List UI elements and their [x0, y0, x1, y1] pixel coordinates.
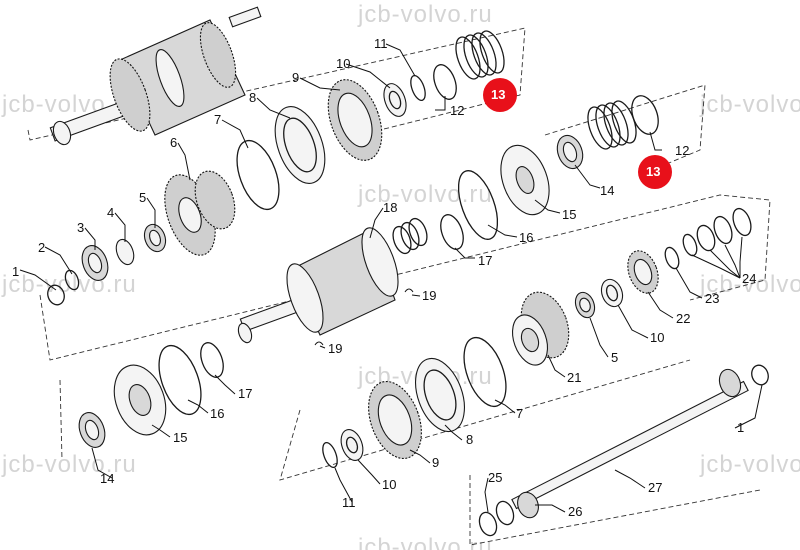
- part-24-ring-set: [682, 207, 752, 257]
- label-15: 15: [173, 430, 187, 445]
- part-27-shaft: [511, 368, 749, 519]
- part-14-sleeve: [556, 134, 584, 170]
- label-2: 2: [38, 240, 45, 255]
- label-8: 8: [466, 432, 473, 447]
- watermark: jcb-volvo.ru: [699, 91, 800, 118]
- part-22-bearing: [627, 250, 659, 294]
- label-10: 10: [382, 477, 396, 492]
- badge-13-lower-label: 13: [646, 164, 660, 179]
- part-6-gear: [164, 170, 236, 256]
- label-10: 10: [336, 56, 350, 71]
- label-4: 4: [107, 205, 114, 220]
- part-13-spring-pack: [587, 100, 637, 150]
- part-10-washer: [340, 429, 364, 461]
- label-24: 24: [742, 271, 756, 286]
- upper-shaft-assembly: [49, 6, 262, 146]
- label-16: 16: [210, 406, 224, 421]
- part-25-o-ring: [478, 511, 498, 537]
- part-5-needle-bearing: [143, 223, 167, 253]
- label-9: 9: [292, 70, 299, 85]
- part-4-spacer: [115, 238, 135, 266]
- part-16-seal: [457, 170, 499, 240]
- part-15-piston: [113, 364, 167, 436]
- watermark: jcb-volvo.ru: [357, 534, 493, 550]
- badge-13-upper-label: 13: [491, 87, 505, 102]
- label-9: 9: [432, 455, 439, 470]
- label-26: 26: [568, 504, 582, 519]
- part-7-circlip: [463, 336, 507, 408]
- part-23-ring: [664, 246, 680, 270]
- part-16-seal: [158, 344, 202, 416]
- part-10-washer: [383, 83, 407, 117]
- part-14-sleeve: [78, 412, 106, 448]
- part-10-washer: [600, 278, 624, 308]
- label-23: 23: [705, 291, 719, 306]
- part-3-bearing: [81, 245, 109, 281]
- watermark: jcb-volvo.ru: [699, 451, 800, 478]
- watermark: jcb-volvo.ru: [1, 451, 137, 478]
- part-17-seal: [200, 342, 224, 378]
- label-18: 18: [383, 200, 397, 215]
- part-8-clutch-disc: [274, 106, 326, 184]
- part-8-clutch-disc: [415, 357, 465, 433]
- badge-13-lower: [638, 155, 672, 189]
- label-14: 14: [600, 183, 614, 198]
- label-17: 17: [238, 386, 252, 401]
- badge-13-upper: [483, 78, 517, 112]
- label-21: 21: [567, 370, 581, 385]
- watermark: jcb-volvo.ru: [1, 271, 137, 298]
- assembly-axis-lines: [27, 27, 771, 546]
- part-18-clutch-shaft: [237, 217, 428, 344]
- label-19: 19: [328, 341, 342, 356]
- leader-lines: [19, 43, 763, 513]
- part-17-seal: [440, 214, 464, 250]
- label-11: 11: [342, 495, 356, 510]
- label-16: 16: [519, 230, 533, 245]
- part-26-ring: [495, 500, 515, 526]
- label-1: 1: [12, 264, 19, 279]
- label-17: 17: [478, 253, 492, 268]
- label-22: 22: [676, 311, 690, 326]
- label-8: 8: [249, 90, 256, 105]
- label-19: 19: [422, 288, 436, 303]
- label-1: 1: [737, 420, 744, 435]
- label-15: 15: [562, 207, 576, 222]
- label-3: 3: [77, 220, 84, 235]
- label-11: 11: [374, 36, 388, 51]
- part-1-o-ring: [47, 284, 65, 306]
- part-19-pin: [314, 341, 324, 346]
- label-12: 12: [450, 103, 464, 118]
- part-19-pin: [404, 288, 414, 293]
- part-9-friction-plate: [327, 79, 383, 161]
- part-13-spring-pack: [455, 30, 505, 80]
- label-10: 10: [650, 330, 664, 345]
- label-7: 7: [516, 406, 523, 421]
- part-15-piston: [500, 144, 550, 216]
- part-7-circlip: [236, 139, 280, 211]
- part-11-snap-ring: [322, 441, 338, 469]
- watermark: jcb-volvo.ru: [357, 1, 493, 28]
- label-5: 5: [139, 190, 146, 205]
- part-11-snap-ring: [410, 74, 426, 102]
- part-5-needle-bearing: [574, 291, 596, 319]
- label-14: 14: [100, 471, 114, 486]
- label-5: 5: [611, 350, 618, 365]
- part-21-gear-hub: [511, 291, 570, 366]
- part-9-friction-plate: [368, 380, 422, 460]
- label-7: 7: [214, 112, 221, 127]
- watermark: jcb-volvo.ru: [357, 181, 493, 208]
- part-2-ring: [64, 269, 80, 291]
- part-1-o-ring: [751, 364, 769, 386]
- label-12: 12: [675, 143, 689, 158]
- callout-labels: 1 2 3 4 5 6 7 8 9 10 11 12 12 14 15 16 1…: [12, 36, 756, 519]
- label-27: 27: [648, 480, 662, 495]
- part-12-ring: [433, 64, 457, 100]
- label-6: 6: [170, 135, 177, 150]
- label-25: 25: [488, 470, 502, 485]
